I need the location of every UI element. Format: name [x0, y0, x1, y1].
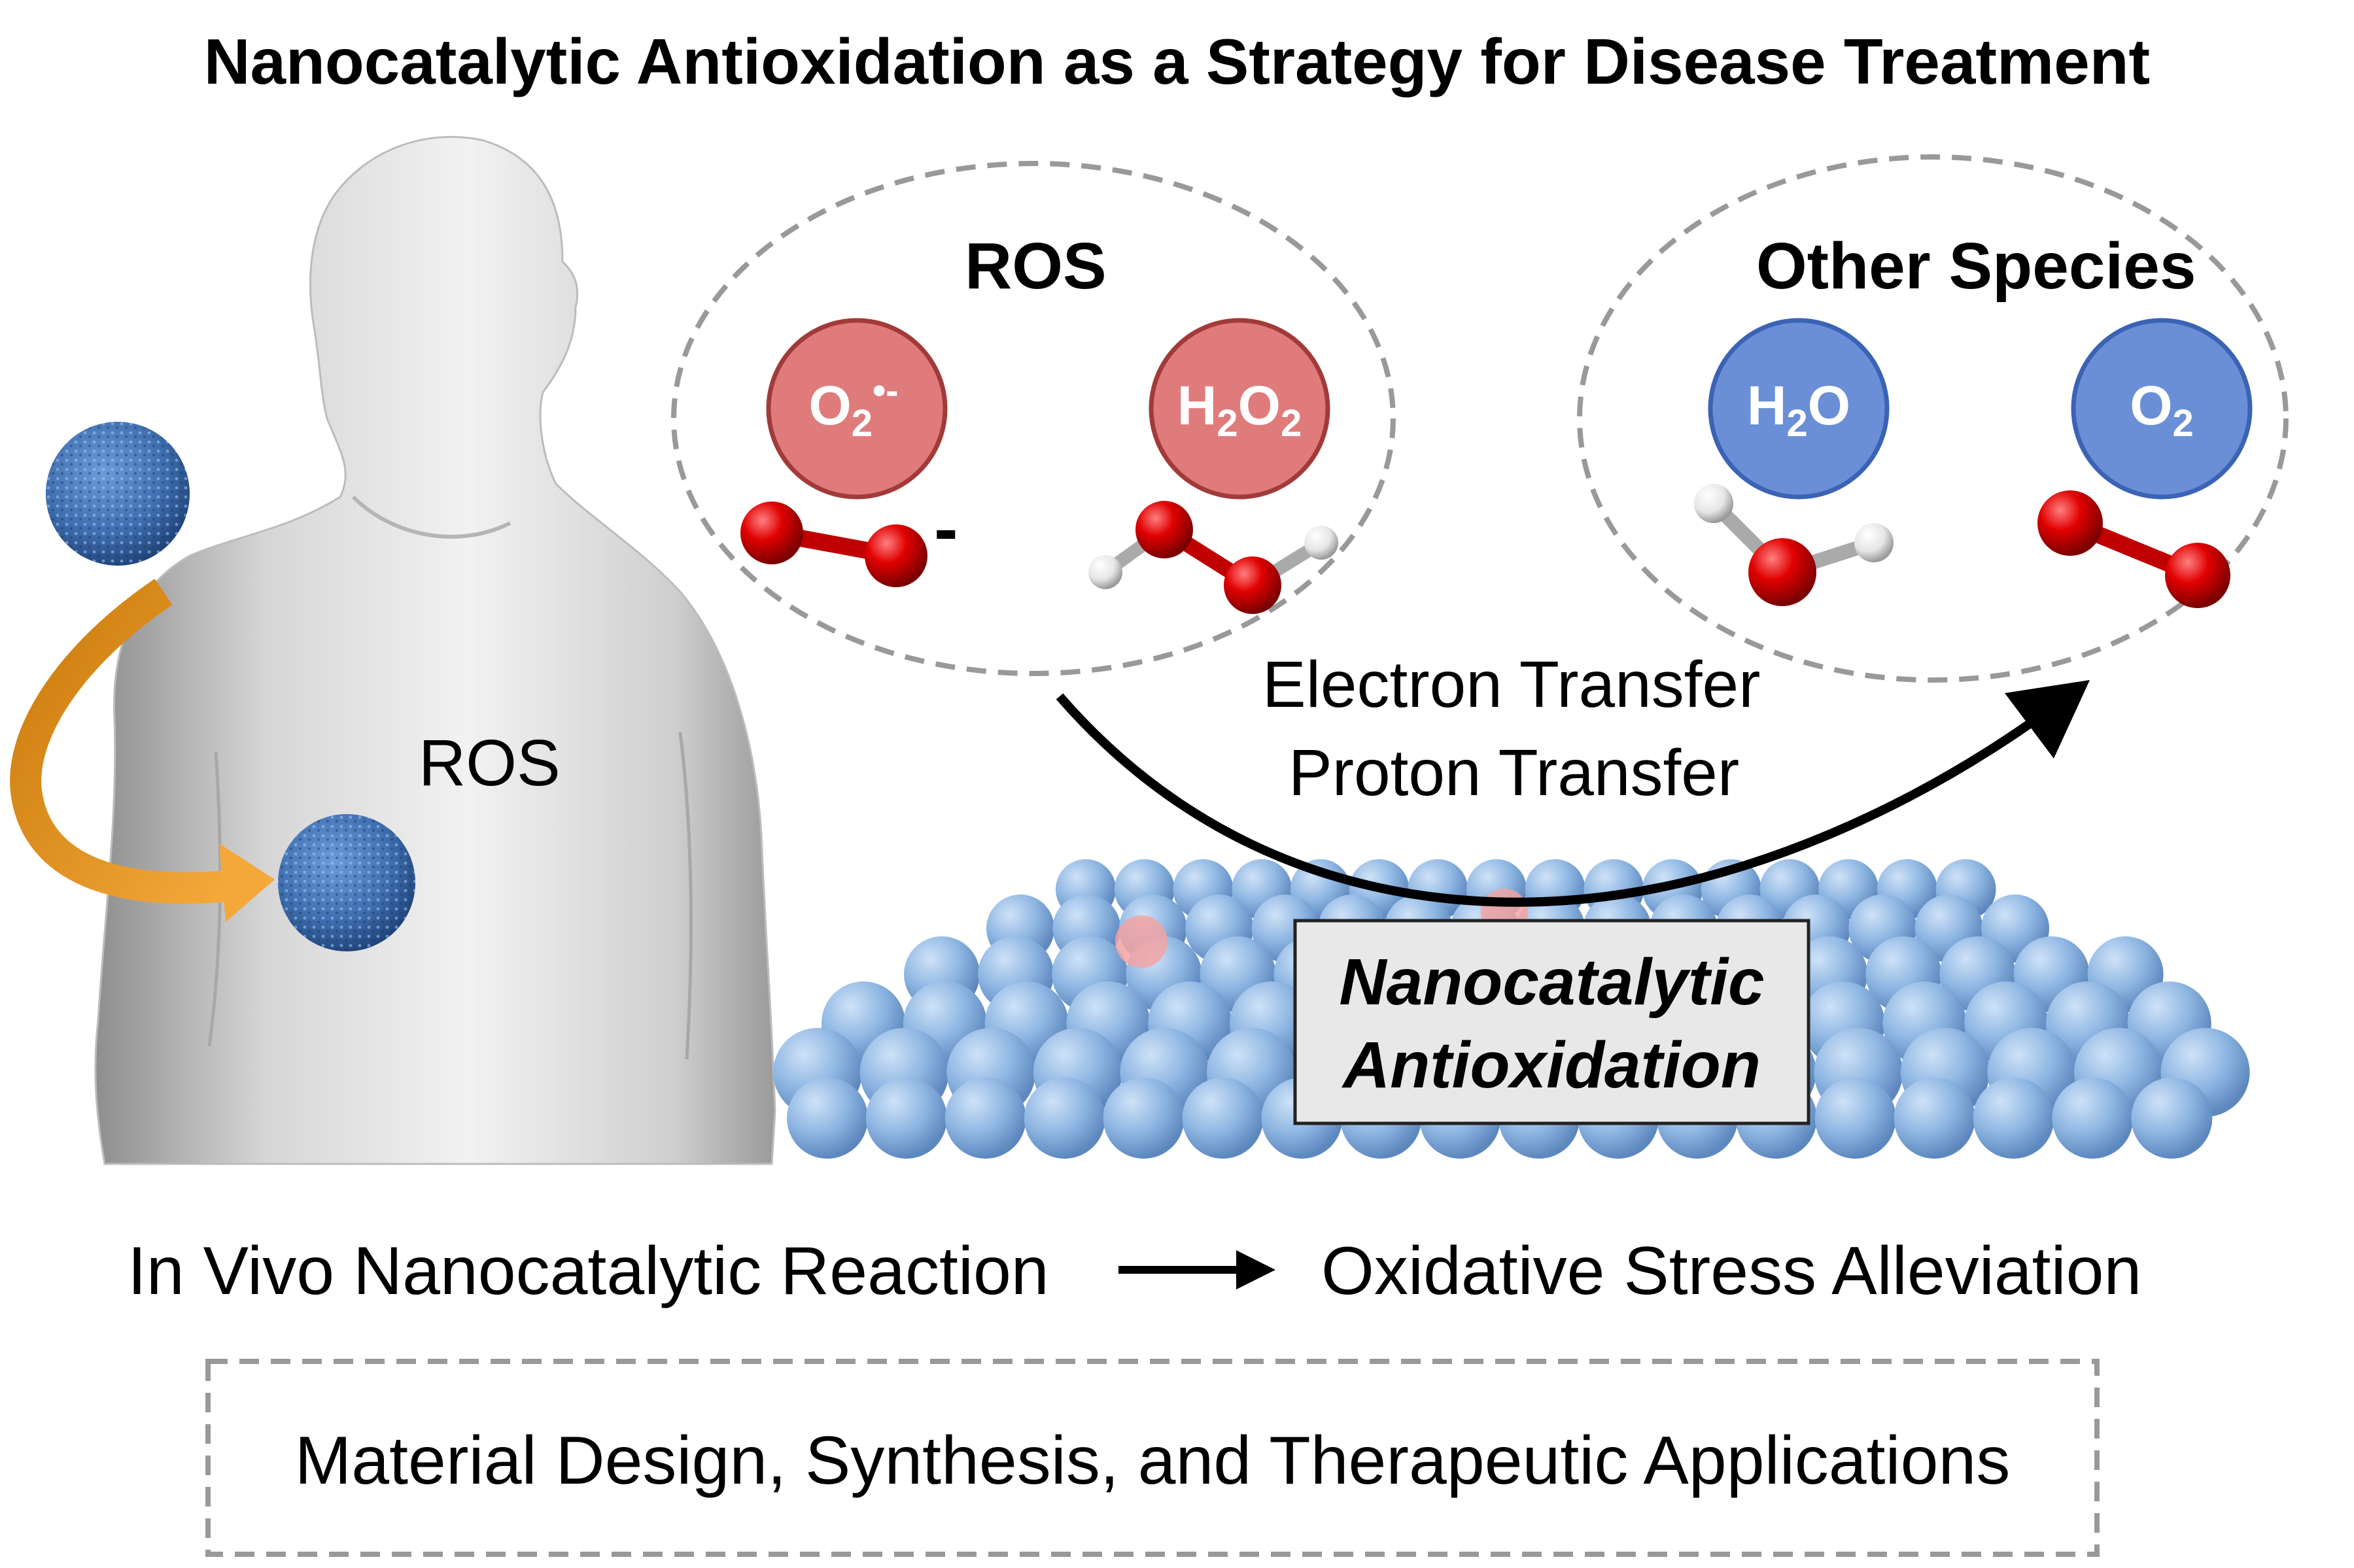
o2-label: O2: [2130, 375, 2194, 445]
ros-group-outline: [671, 161, 1396, 676]
lattice-sphere: [2052, 1078, 2134, 1159]
catalyst-label-line1: Nanocatalytic: [1339, 946, 1765, 1019]
other-species-outline: [1577, 154, 2289, 683]
body-ros-label: ROS: [419, 726, 561, 800]
electron-transfer-label: Electron Transfer: [1262, 648, 1761, 721]
lattice-sphere: [1894, 1078, 1975, 1159]
flow-left-text: In Vivo Nanocatalytic Reaction: [128, 1233, 1049, 1309]
superoxide-charge: -: [934, 488, 958, 569]
h2o2-label: H2O2: [1177, 375, 1302, 445]
footer-text: Material Design, Synthesis, and Therapeu…: [294, 1423, 2011, 1499]
lattice-sphere: [2131, 1078, 2213, 1159]
catalyst-label-box: [1293, 919, 1810, 1125]
h2o-molecule: [1694, 484, 1894, 606]
lattice-sphere: [1973, 1078, 2054, 1159]
o2-circle: [2071, 318, 2253, 500]
h2o2-molecule: [1088, 501, 1338, 614]
catalyst-label-line2: Antioxidation: [1343, 1029, 1761, 1102]
page-title: Nanocatalytic Antioxidation as a Strateg…: [203, 26, 2151, 97]
human-body-figure: [94, 135, 776, 1165]
delivery-arrow: [10, 579, 275, 922]
superoxide-label: O2•-: [808, 369, 899, 445]
proton-transfer-label: Proton Transfer: [1289, 736, 1740, 810]
reaction-arrow-head: [2005, 680, 2090, 758]
reaction-arrow: [1056, 693, 2044, 907]
lattice-sphere: [1814, 1078, 1896, 1159]
footer-box-outline: [205, 1359, 2100, 1557]
superoxide-circle: [766, 318, 948, 500]
lattice-sphere: [787, 1078, 868, 1159]
nanoparticle-lower: [278, 814, 415, 951]
lattice-sphere: [1103, 1078, 1185, 1159]
flow-right-text: Oxidative Stress Alleviation: [1321, 1233, 2142, 1309]
h2o2-circle: [1149, 318, 1330, 500]
flow-arrow-head: [1236, 1250, 1275, 1289]
nanoparticle-upper: [46, 422, 190, 566]
lattice-sphere: [865, 1078, 947, 1159]
h2o-label: H2O: [1746, 375, 1851, 445]
h2o-circle: [1708, 318, 1890, 500]
lattice-sphere: [1182, 1078, 1264, 1159]
lattice-sphere: [1024, 1078, 1105, 1159]
active-site: [1115, 915, 1168, 968]
other-species-title: Other Species: [1756, 230, 2196, 303]
lattice-sphere: [944, 1078, 1026, 1159]
o2-molecule: [2037, 490, 2230, 608]
ros-group-title: ROS: [965, 230, 1107, 303]
superoxide-molecule: [740, 502, 927, 587]
